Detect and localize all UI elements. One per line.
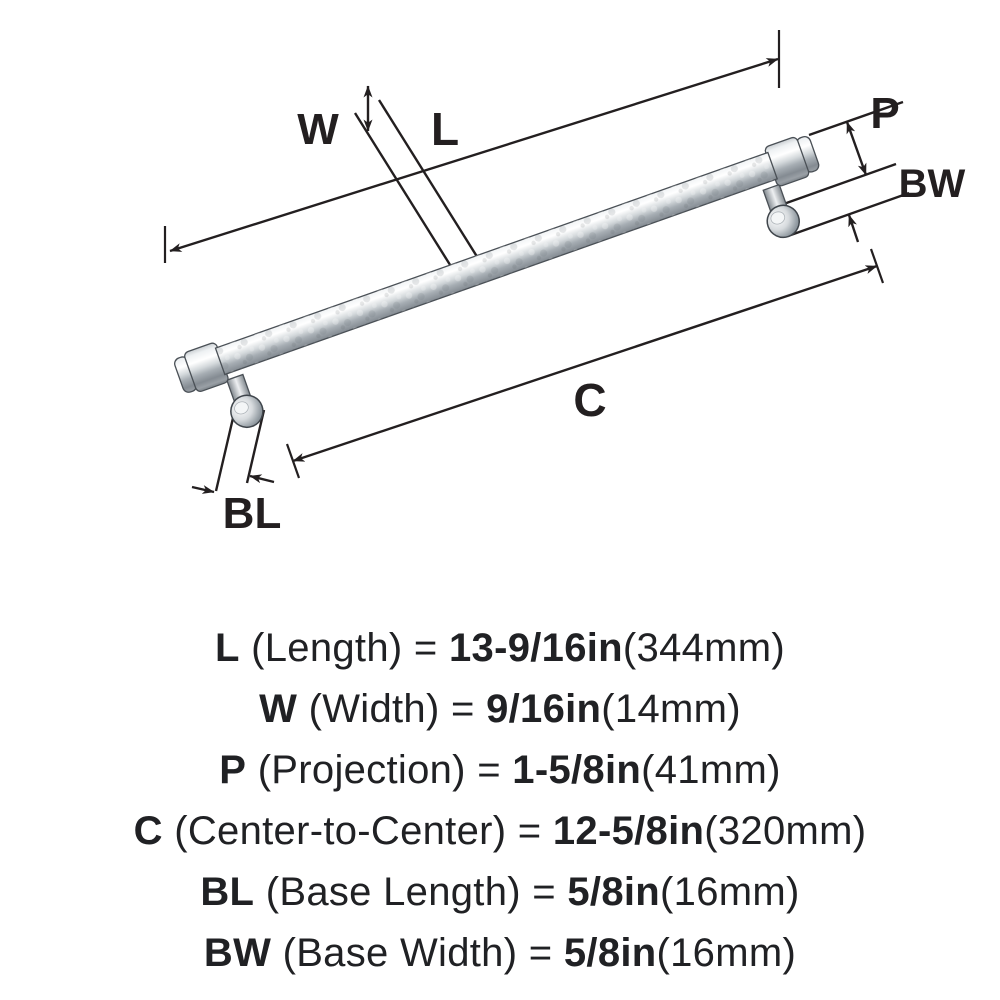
hammered-texture	[215, 152, 778, 375]
dim-base-length-bl	[191, 409, 275, 494]
spec-abbr: L	[214, 626, 240, 670]
bar-pull-handle	[174, 136, 820, 429]
spec-value: 9/16in	[486, 687, 602, 731]
label-l: L	[431, 103, 459, 155]
dim-projection-p	[808, 100, 904, 176]
label-bw: BW	[899, 162, 966, 206]
dim-width-w	[353, 85, 483, 269]
label-p: P	[870, 89, 899, 138]
label-w: W	[297, 105, 339, 154]
spec-row-width: W (Width) = 9/16in(14mm)	[0, 679, 1000, 740]
dimension-lines	[163, 30, 910, 494]
dimension-diagram: L W P BW C BL	[163, 30, 966, 538]
spec-value: 5/8in	[567, 870, 661, 914]
spec-row-base-width: BW (Base Width) = 5/8in(16mm)	[0, 923, 1000, 984]
right-base-highlight	[770, 211, 786, 225]
dim-length-l	[163, 30, 781, 263]
left-base-highlight	[234, 401, 249, 415]
spec-metric: (14mm)	[601, 687, 741, 731]
spec-label: (Projection) =	[257, 748, 501, 792]
spec-row-center-to-center: C (Center-to-Center) = 12-5/8in(320mm)	[0, 801, 1000, 862]
spec-label: (Length) =	[251, 626, 438, 670]
dim-base-width-bw	[777, 162, 910, 243]
spec-abbr: W	[259, 687, 298, 731]
label-c: C	[573, 374, 606, 426]
spec-row-length: L (Length) = 13-9/16in(344mm)	[0, 618, 1000, 679]
spec-abbr: BW	[203, 931, 272, 975]
spec-value: 13-9/16in	[449, 626, 623, 670]
spec-row-base-length: BL (Base Length) = 5/8in(16mm)	[0, 862, 1000, 923]
dim-center-to-center-c	[285, 248, 885, 479]
spec-label: (Width) =	[308, 687, 475, 731]
spec-metric: (320mm)	[704, 809, 867, 853]
label-bl: BL	[223, 489, 282, 538]
spec-label: (Base Length) =	[265, 870, 556, 914]
spec-row-projection: P (Projection) = 1-5/8in(41mm)	[0, 740, 1000, 801]
spec-value: 12-5/8in	[552, 809, 705, 853]
spec-metric: (41mm)	[641, 748, 781, 792]
spec-abbr: P	[219, 748, 247, 792]
spec-list: L (Length) = 13-9/16in(344mm) W (Width) …	[0, 618, 1000, 984]
spec-metric: (16mm)	[656, 931, 797, 975]
dimension-labels: L W P BW C BL	[223, 89, 966, 538]
spec-abbr: C	[133, 809, 163, 853]
spec-value: 5/8in	[563, 931, 657, 975]
spec-value: 1-5/8in	[512, 748, 642, 792]
spec-metric: (16mm)	[660, 870, 800, 914]
spec-metric: (344mm)	[622, 626, 786, 670]
spec-label: (Center-to-Center) =	[174, 809, 542, 853]
spec-label: (Base Width) =	[282, 931, 553, 975]
spec-abbr: BL	[200, 870, 255, 914]
handle-diagram-svg: L W P BW C BL	[163, 30, 966, 538]
